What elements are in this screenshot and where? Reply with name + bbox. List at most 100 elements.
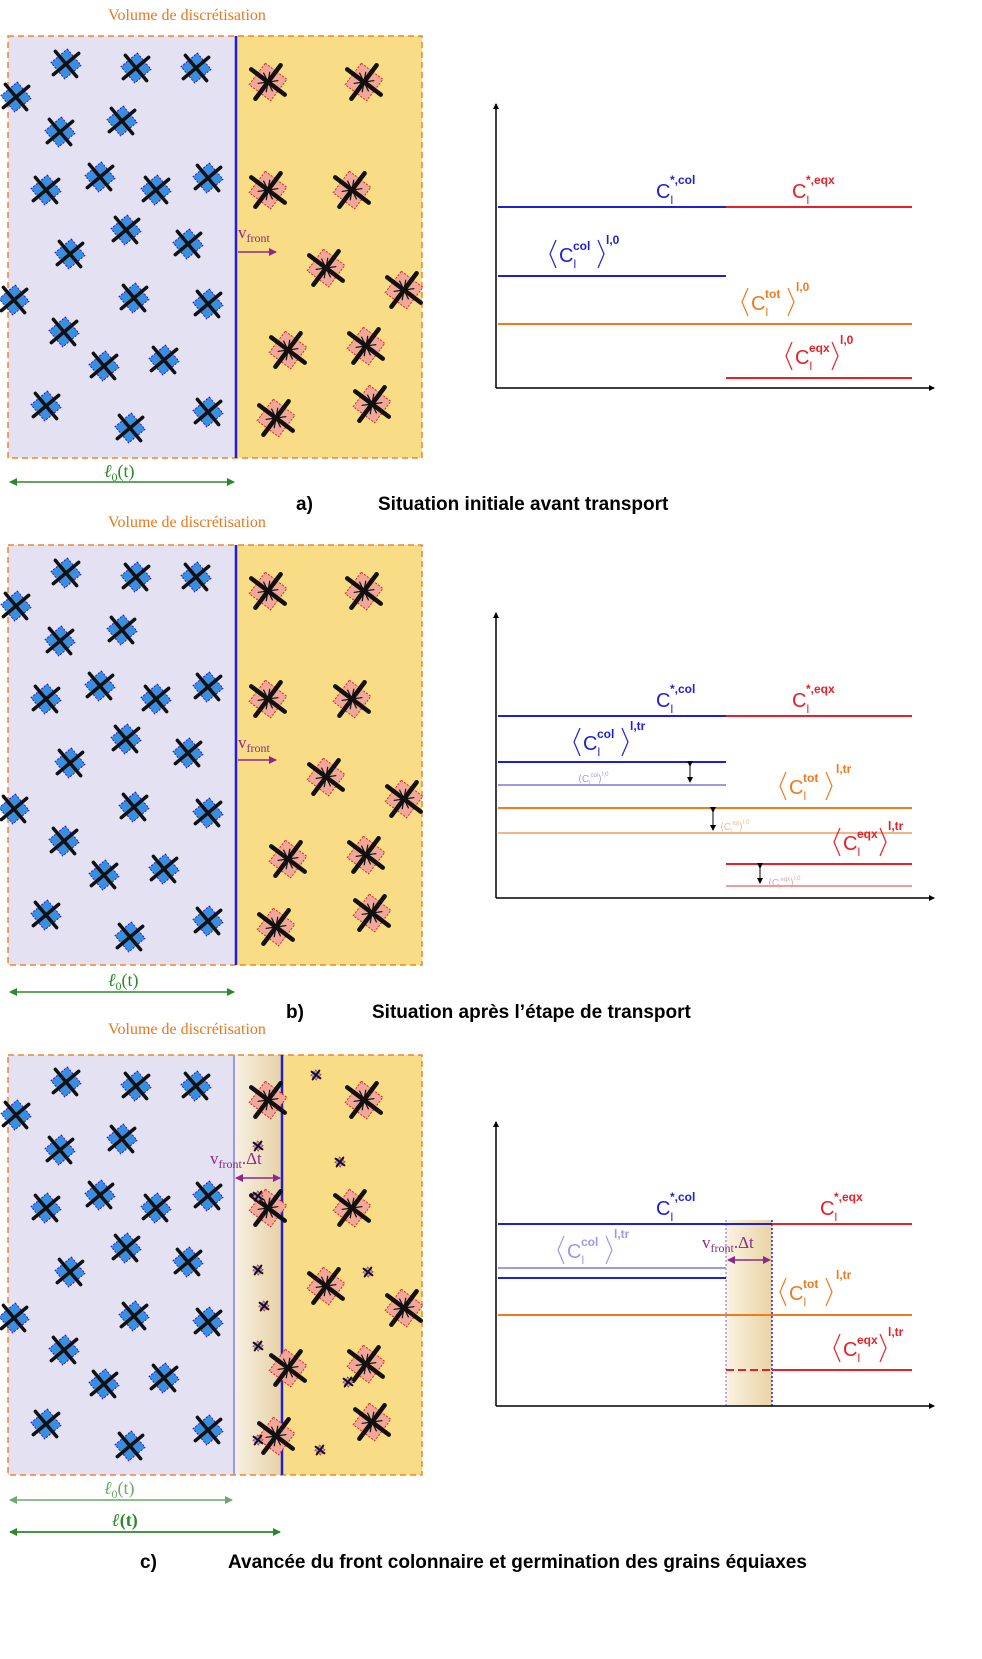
svg-text:tot: tot (765, 287, 780, 301)
ell0-dimension: ℓ0(t) (9, 970, 235, 996)
columnar-grain (84, 1179, 116, 1211)
equiaxed-grain (384, 270, 424, 310)
columnar-grain (50, 48, 82, 80)
vfront-dt-label: vfront.Δt (210, 1149, 281, 1182)
svg-text:Cl: Cl (583, 733, 600, 759)
nucleus (342, 1376, 354, 1388)
nucleus (252, 1434, 264, 1446)
panel-b: Volume de discrétisation vfront ℓ0(t) b)… (0, 514, 935, 1023)
nucleus (252, 1340, 264, 1352)
panel-letter: b) (286, 1002, 304, 1023)
columnar-grain (148, 853, 180, 885)
columnar-grain (0, 284, 30, 316)
columnar-grain (120, 52, 152, 84)
nucleus (310, 1069, 322, 1081)
svg-text:Cl: Cl (792, 181, 809, 207)
columnar-grain (54, 747, 86, 779)
svg-text:ℓ(t): ℓ(t) (112, 1510, 138, 1531)
equiaxed-grain (344, 1080, 384, 1120)
vfront-label: vfront (238, 733, 277, 764)
columnar-grain (50, 557, 82, 589)
svg-text:vfront: vfront (238, 733, 270, 755)
svg-text:l,0: l,0 (840, 333, 854, 347)
columnar-grain (84, 161, 116, 193)
columnar-grain (110, 723, 142, 755)
columnar-grain (30, 1408, 62, 1440)
svg-text:Cl: Cl (656, 690, 673, 716)
columnar-grain (140, 174, 172, 206)
equiaxed-grains (248, 571, 424, 947)
equiaxed-zone (236, 36, 422, 458)
columnar-grain (192, 1180, 224, 1212)
svg-text:ℓ0(t): ℓ0(t) (104, 1478, 135, 1501)
nucleus (252, 1190, 264, 1202)
discretization-volume (7, 1054, 423, 1476)
columnar-grain (50, 1066, 82, 1098)
svg-text:Cl: Cl (795, 347, 812, 373)
discretization-volume (7, 544, 423, 966)
columnar-grain (148, 344, 180, 376)
nucleus (314, 1444, 326, 1456)
svg-text:l,tr: l,tr (888, 819, 904, 833)
panel-caption: Avancée du front colonnaire et germinati… (228, 1552, 807, 1573)
svg-text:l,tr: l,tr (614, 1227, 630, 1241)
columnar-grains (0, 1066, 224, 1462)
svg-text:Cl: Cl (559, 245, 576, 271)
svg-text:Cl: Cl (789, 777, 806, 803)
label-c-col-l0-faded: ⟨Clcol⟩l,0 (578, 772, 609, 787)
nucleus (258, 1300, 270, 1312)
svg-text:eqx: eqx (809, 341, 830, 355)
columnar-grain (88, 859, 120, 891)
columnar-grain (172, 737, 204, 769)
svg-text:vfront.Δt: vfront.Δt (702, 1233, 754, 1255)
equiaxed-grain (346, 835, 386, 875)
label-c-star-eqx: Cl *,eqx (792, 173, 835, 207)
columnar-grain (30, 683, 62, 715)
label-c-tot: Cl tot l,0 (741, 280, 810, 319)
label-c-star-eqx: Cl *,eqx (820, 1190, 863, 1224)
svg-text:*,col: *,col (670, 1190, 695, 1204)
svg-text:Cl: Cl (656, 1198, 673, 1224)
columnar-grain (192, 288, 224, 320)
label-c-tot-tr: Cl tot l,tr (779, 1268, 852, 1309)
columnar-grain (0, 1099, 32, 1131)
label-c-eqx-l0-faded: ⟨Cleqx⟩l,0 (768, 876, 801, 891)
svg-text:*,eqx: *,eqx (806, 682, 835, 696)
equiaxed-grain (248, 62, 288, 102)
columnar-grain (140, 683, 172, 715)
columnar-grain (180, 1070, 212, 1102)
columnar-grain (118, 282, 150, 314)
columnar-grain (120, 561, 152, 593)
columnar-grain (192, 797, 224, 829)
equiaxed-grain (256, 1416, 296, 1456)
ell0-dimension: ℓ0(t) (9, 1478, 233, 1504)
label-vfront-dt: vfront.Δt (702, 1233, 771, 1264)
columnar-grain (30, 390, 62, 422)
columnar-grain (114, 1430, 146, 1462)
columnar-grain (172, 1246, 204, 1278)
equiaxed-grain (248, 679, 288, 719)
columnar-grain (84, 670, 116, 702)
nucleus (252, 1264, 264, 1276)
equiaxed-grains (248, 62, 424, 438)
label-c-col-tr: Cl col l,tr (557, 1227, 630, 1267)
svg-text:Cl: Cl (843, 1339, 860, 1365)
columnar-grain (120, 1070, 152, 1102)
equiaxed-grain (248, 1080, 288, 1120)
panel-letter: c) (140, 1552, 157, 1573)
svg-text:Cl: Cl (751, 293, 768, 319)
svg-text:*,col: *,col (670, 682, 695, 696)
nucleus (334, 1156, 346, 1168)
svg-text:⟨Cleqx⟩l,0: ⟨Cleqx⟩l,0 (768, 876, 801, 891)
nucleus (362, 1266, 374, 1278)
equiaxed-grain (352, 893, 392, 933)
columnar-grain (54, 1256, 86, 1288)
equiaxed-grain (384, 779, 424, 819)
columnar-grain (192, 1414, 224, 1446)
panel-caption: Situation initiale avant transport (378, 494, 669, 515)
equiaxed-grain (248, 571, 288, 611)
svg-text:col: col (581, 1235, 598, 1249)
equiaxed-grain (352, 1402, 392, 1442)
columnar-grain (48, 825, 80, 857)
